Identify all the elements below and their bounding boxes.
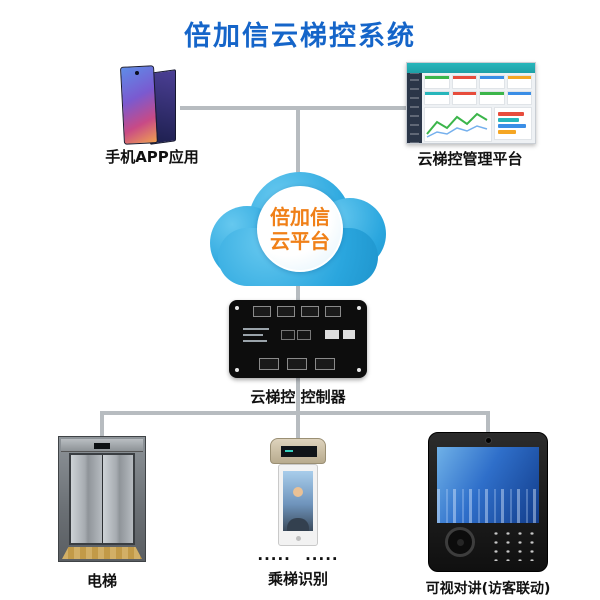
- elevator-label: 电梯: [86, 572, 117, 590]
- cloud-shape: 倍加信 云平台: [210, 172, 386, 292]
- intercom-illustration: [428, 432, 548, 572]
- screw-hole-icon: [235, 306, 239, 310]
- controller-connector: [287, 358, 307, 370]
- phone-camera-icon: [135, 71, 139, 75]
- elevator-header: [61, 439, 143, 452]
- person-torso-icon: [287, 518, 309, 531]
- controller-connector: [277, 306, 295, 317]
- dashboard-stat-card: [506, 75, 532, 89]
- connector-top-to-cloud: [296, 106, 300, 206]
- recognition-device-screen: [283, 471, 313, 531]
- controller-chip: [297, 330, 311, 340]
- dashboard-mini-bar: [498, 124, 526, 128]
- controller-silkscreen-line: [243, 334, 263, 336]
- elevator-floor-display: [94, 443, 110, 449]
- recognition-label: 乘梯识别: [267, 570, 328, 588]
- intercom-keypad: [487, 527, 535, 561]
- elevator-carpet: [62, 547, 142, 559]
- dashboard-stat-card: [479, 91, 505, 105]
- controller-silkscreen-line: [243, 340, 267, 342]
- controller-connector: [315, 358, 335, 370]
- connector-controller-to-bus: [296, 374, 300, 444]
- dashboard-mini-bar: [498, 112, 524, 116]
- phone-label: 手机APP应用: [105, 148, 199, 166]
- controller-label: 云梯控 控制器: [250, 388, 346, 406]
- recognition-cap-led: [285, 450, 293, 452]
- intercom-screen: [437, 447, 539, 523]
- connector-drop-elevator: [100, 411, 104, 439]
- phone-illustration: [114, 64, 190, 146]
- elevator-door-left: [71, 455, 103, 543]
- controller-connector: [301, 306, 319, 317]
- intercom-camera-icon: [485, 438, 491, 443]
- elevator-illustration: [58, 436, 146, 562]
- controller-relay: [325, 330, 339, 339]
- intercom-speaker-dot: [456, 538, 464, 546]
- screw-hole-icon: [357, 368, 361, 372]
- dashboard-stat-cards: [424, 75, 532, 105]
- dashboard-chart-svg: [426, 112, 488, 138]
- intercom-speaker-ring: [445, 527, 475, 557]
- cloud-text-line2: 云平台: [270, 229, 330, 253]
- connector-drop-intercom: [486, 411, 490, 435]
- dashboard-stat-card: [451, 91, 477, 105]
- controller-connector: [259, 358, 279, 370]
- recognition-dots: ..... .....: [257, 546, 339, 564]
- controller-chip: [281, 330, 295, 340]
- person-head-icon: [293, 487, 303, 497]
- controller-connector: [253, 306, 271, 317]
- diagram-title: 倍加信云梯控系统: [184, 21, 416, 52]
- intercom-label: 可视对讲(访客联动): [425, 581, 551, 597]
- connector-cloud-to-controller: [296, 282, 300, 306]
- dashboard-stat-card: [506, 91, 532, 105]
- intercom-cityscape: [437, 488, 539, 523]
- dashboard-mini-bar: [498, 130, 516, 134]
- recognition-device-body: [278, 464, 318, 546]
- dashboard-sidebar: [407, 73, 422, 143]
- dashboard-stat-card: [424, 75, 450, 89]
- screw-hole-icon: [235, 368, 239, 372]
- dashboard-header-bar: [407, 63, 535, 73]
- dashboard-mini-bar: [498, 118, 519, 122]
- controller-connector: [325, 306, 341, 317]
- elevator-door-right: [102, 455, 133, 543]
- dashboard-line-chart: [424, 107, 492, 142]
- screw-hole-icon: [357, 306, 361, 310]
- cloud-badge: 倍加信 云平台: [257, 186, 343, 272]
- controller-silkscreen-line: [243, 328, 269, 330]
- elevator-doors: [71, 455, 133, 543]
- recognition-device-cap: [270, 438, 326, 464]
- dashboard-stat-card: [479, 75, 505, 89]
- controller-relay: [343, 330, 355, 339]
- phone-screen: [119, 65, 159, 145]
- recognition-home-button: [295, 536, 301, 541]
- dashboard-stat-card: [424, 91, 450, 105]
- dashboard-stat-card: [451, 75, 477, 89]
- platform-dashboard-illustration: [406, 62, 536, 144]
- controller-board: [229, 300, 367, 378]
- cloud-text-line1: 倍加信: [270, 205, 330, 229]
- dashboard-side-panel: [494, 107, 532, 140]
- connector-top-horizontal: [180, 106, 410, 110]
- recognition-cap-display: [281, 446, 317, 457]
- platform-label: 云梯控管理平台: [417, 150, 523, 168]
- recognition-device-illustration: [270, 438, 326, 548]
- connector-bottom-bus: [100, 411, 490, 415]
